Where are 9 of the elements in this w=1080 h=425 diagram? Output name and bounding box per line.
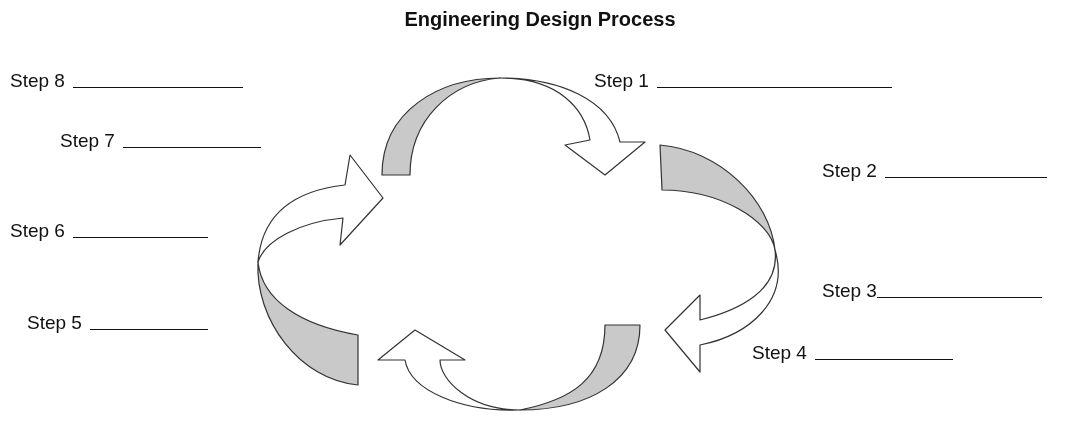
step-label: Step 2 <box>822 160 877 182</box>
step-label: Step 1 <box>594 70 649 92</box>
diagram-title: Engineering Design Process <box>403 8 677 31</box>
step-label: Step 8 <box>10 70 65 92</box>
step-label: Step 4 <box>752 342 807 364</box>
step-label: Step 3 <box>822 280 877 302</box>
step-label: Step 6 <box>10 220 65 242</box>
step-label: Step 7 <box>60 130 115 152</box>
step-label: Step 5 <box>27 312 82 334</box>
